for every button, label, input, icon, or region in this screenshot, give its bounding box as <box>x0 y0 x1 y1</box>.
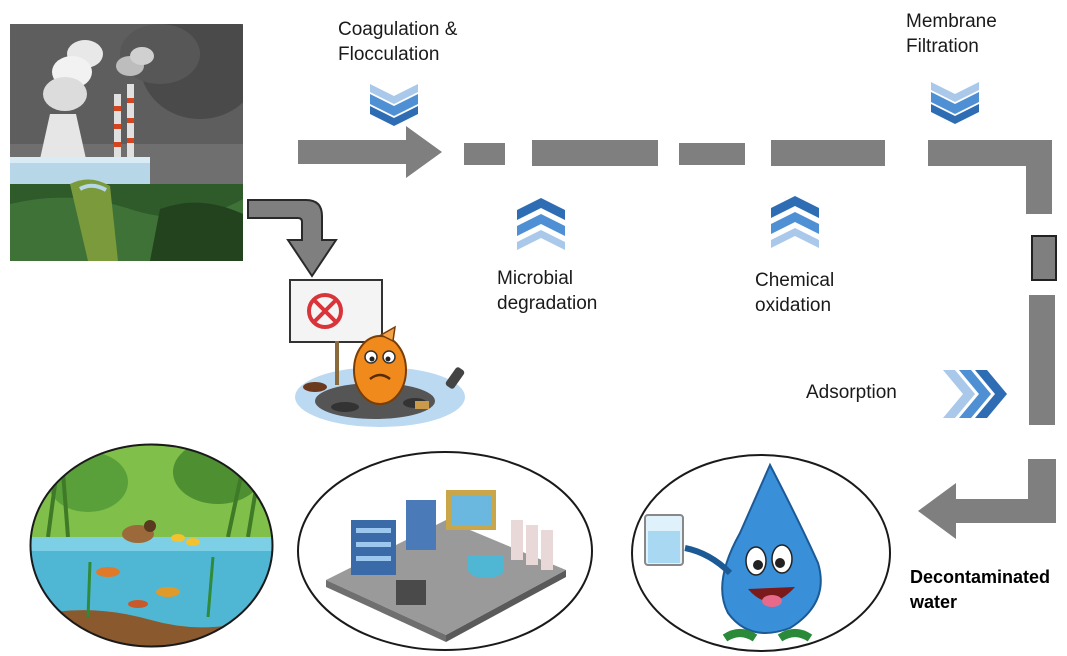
label-chemical-oxidation: Chemical oxidation <box>755 268 834 318</box>
return-arrow <box>916 457 1060 543</box>
flow-dash-2 <box>532 140 658 166</box>
flow-vertical-dash-box <box>1031 235 1057 281</box>
label-membrane-filtration: Membrane Filtration <box>906 9 997 59</box>
label-chemical-line2: oxidation <box>755 295 832 316</box>
chevron-right-icon-adsorption <box>941 368 1011 420</box>
label-decontaminated-water: Decontaminated water <box>910 565 1050 615</box>
label-chemical-line1: Chemical <box>755 270 835 291</box>
label-microbial-line2: degradation <box>497 293 598 314</box>
chevron-down-icon-coagulation <box>368 82 420 126</box>
label-microbial-line1: Microbial <box>497 268 574 289</box>
main-flow-arrow <box>298 124 444 180</box>
label-coagulation-flocculation: Coagulation & Flocculation <box>338 17 457 67</box>
flow-vertical-dash <box>1029 295 1055 425</box>
treatment-plant-oval <box>296 450 594 652</box>
chevron-up-icon-microbial <box>515 196 567 252</box>
label-coagulation-line1: Coagulation & <box>338 19 458 40</box>
pond-ecosystem-oval <box>28 442 275 649</box>
label-coagulation-line2: Flocculation <box>338 44 440 65</box>
chevron-down-icon-membrane <box>929 80 981 124</box>
label-decontaminated-line2: water <box>910 592 958 612</box>
label-microbial-degradation: Microbial degradation <box>497 266 597 316</box>
label-adsorption: Adsorption <box>806 380 897 405</box>
label-membrane-line1: Membrane <box>906 11 997 32</box>
pollution-scene <box>10 24 243 261</box>
polluted-fish-scene <box>285 275 475 435</box>
label-membrane-line2: Filtration <box>906 36 979 57</box>
curved-down-arrow <box>246 196 341 280</box>
label-decontaminated-line1: Decontaminated <box>910 567 1051 587</box>
water-drop-oval <box>630 453 892 653</box>
chevron-up-icon-chemical <box>769 194 821 250</box>
flow-dash-4 <box>771 140 885 166</box>
label-adsorption-text: Adsorption <box>806 382 897 403</box>
flow-elbow <box>926 138 1056 218</box>
flow-dash-3 <box>679 143 745 165</box>
flow-dash-1 <box>464 143 505 165</box>
